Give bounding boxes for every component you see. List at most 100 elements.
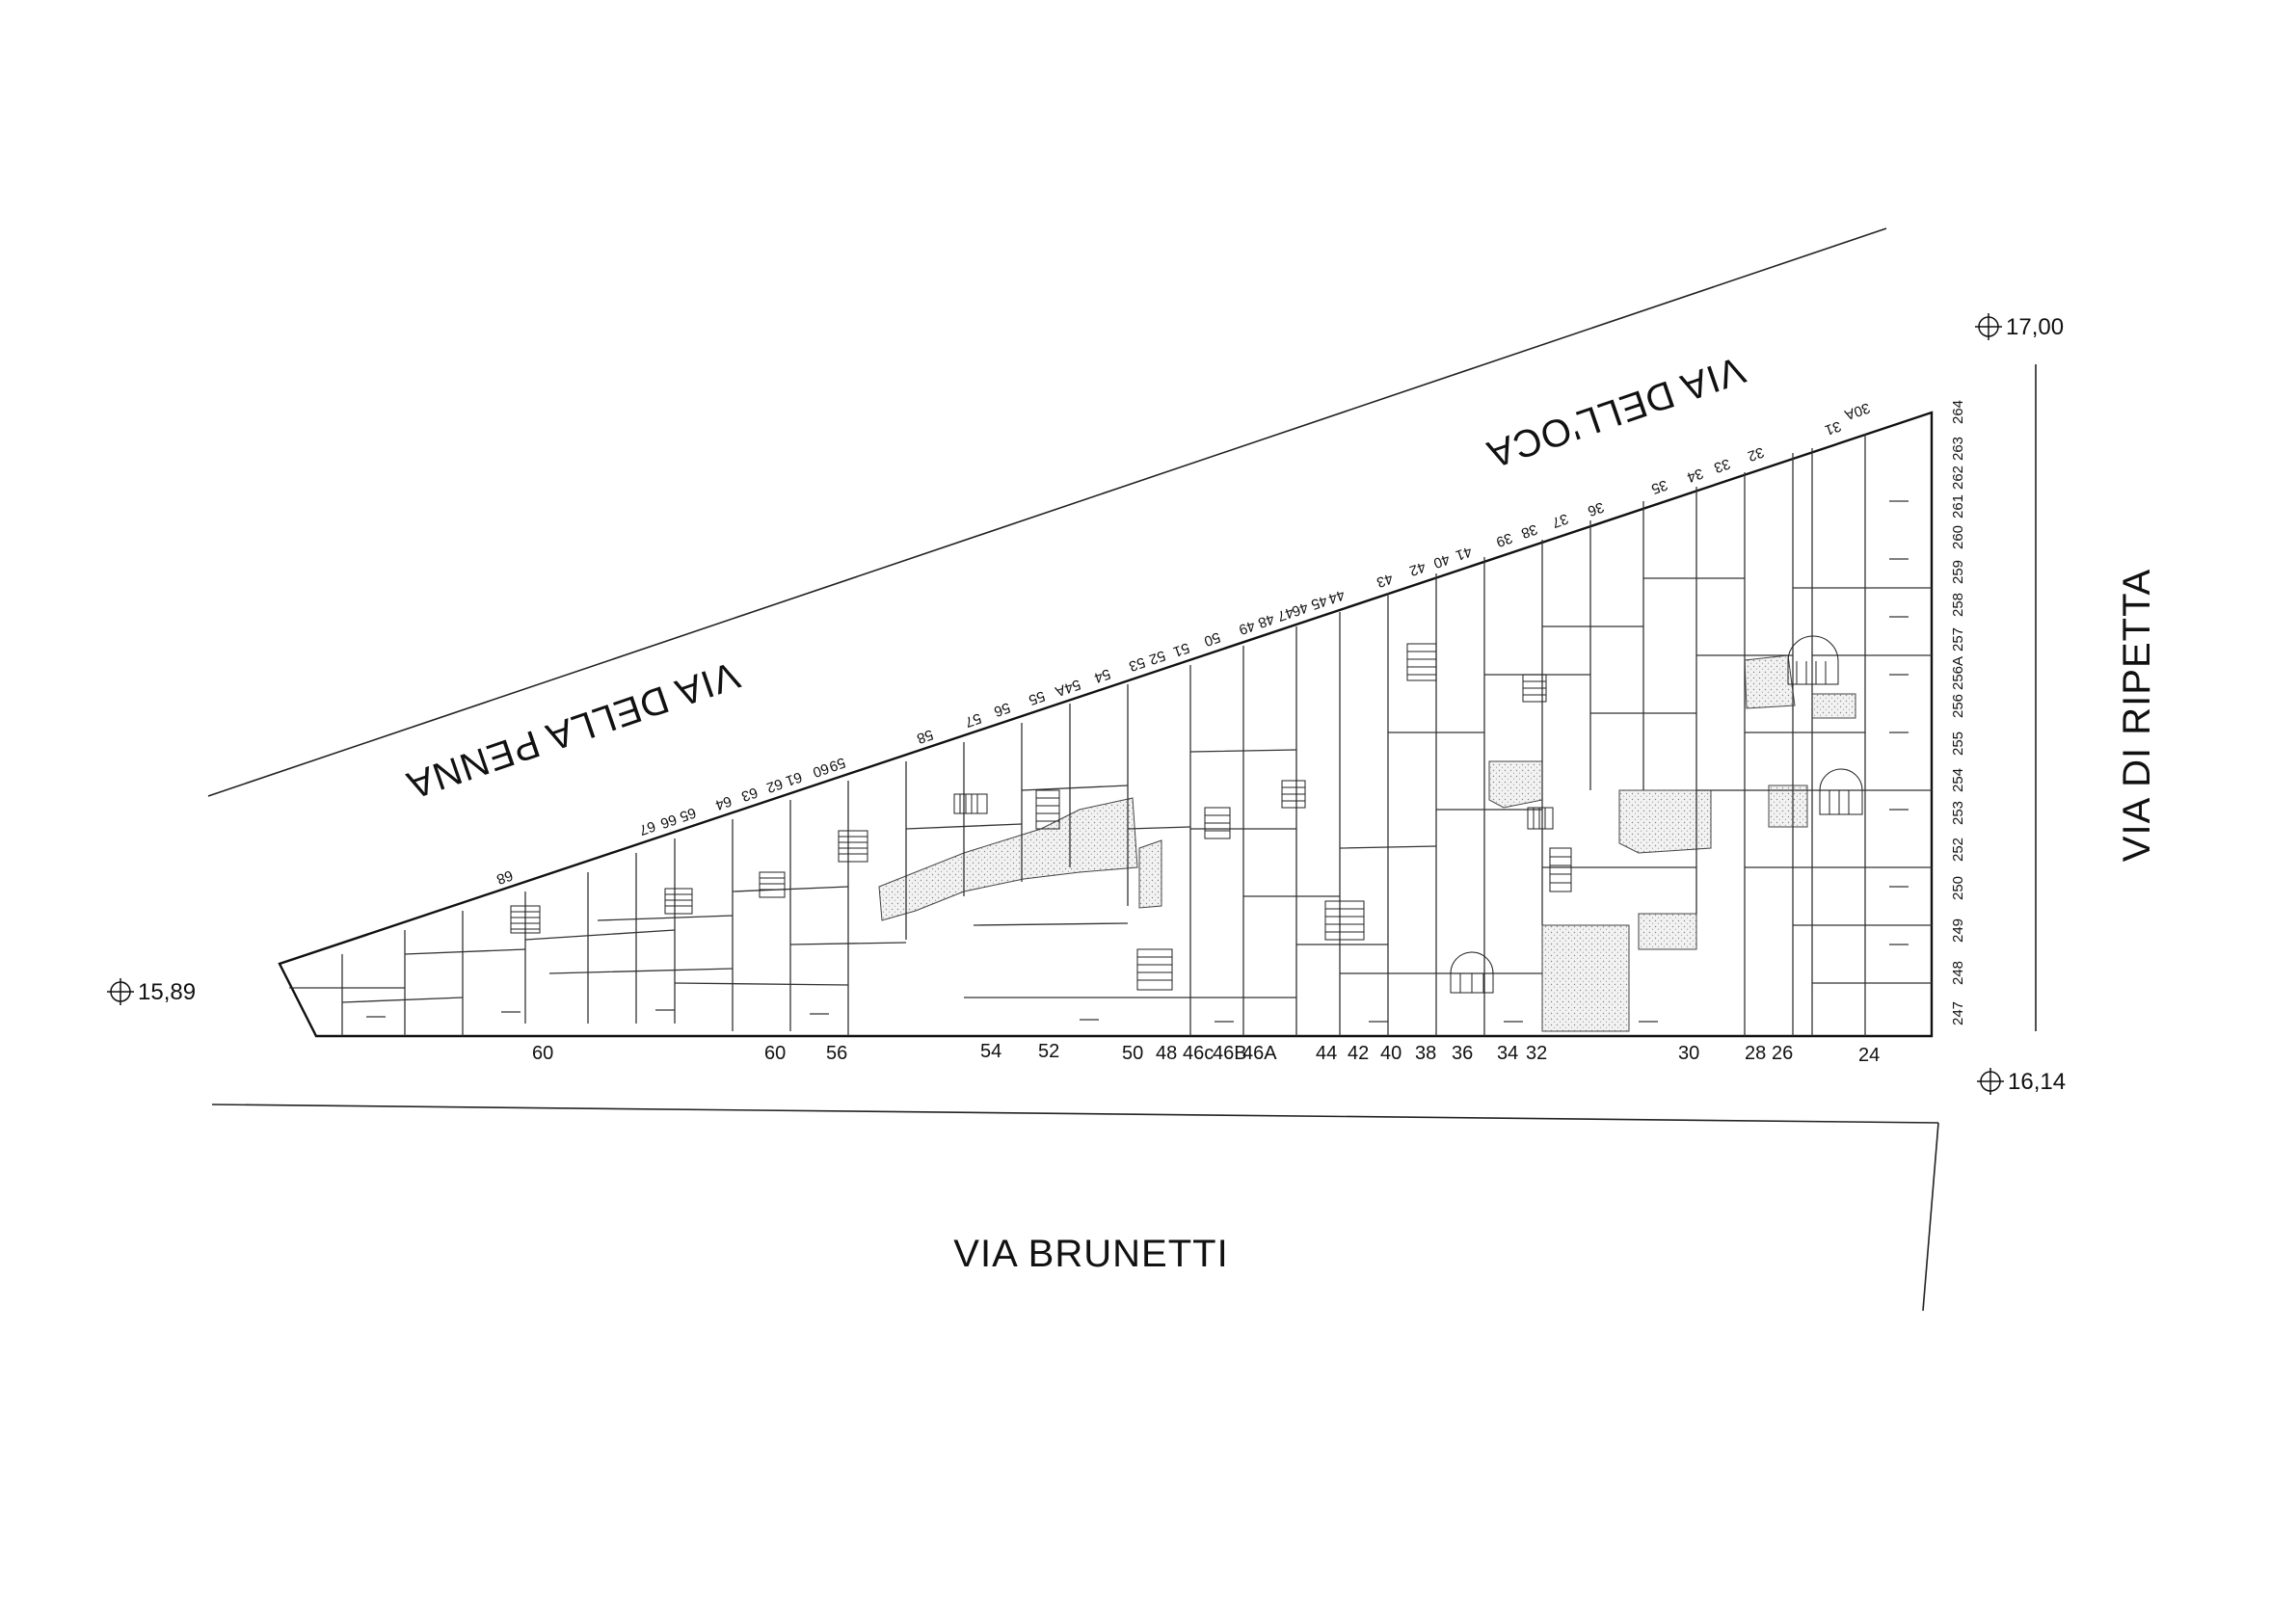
civic-number: 35: [1649, 476, 1669, 497]
civic-number: 58: [915, 726, 935, 747]
civic-number: 24: [1858, 1045, 1880, 1066]
brunetti-corner-edge: [1922, 1122, 1939, 1312]
civic-number: 46B: [1213, 1043, 1247, 1064]
civic-number: 56: [826, 1043, 847, 1064]
civic-number: 44: [1316, 1043, 1337, 1064]
civic-number: 48: [1156, 1043, 1177, 1064]
civic-number: 258: [1950, 593, 1966, 617]
civic-number: 67: [637, 817, 657, 838]
civic-number: 53: [1127, 653, 1147, 675]
civic-number: 264: [1950, 400, 1966, 424]
civic-number: 247: [1950, 1001, 1966, 1025]
civic-number: 248: [1950, 961, 1966, 985]
elevation-marker-top-right: 17,00: [1975, 313, 2064, 340]
civic-number: 65: [678, 804, 698, 825]
civic-number: 68: [494, 866, 515, 888]
elevation-label-bottom-right: 16,14: [2008, 1069, 2066, 1095]
civic-numbers-ripetta: 264 263 262 261 260 259 258 257 256A 256…: [1950, 400, 1966, 1025]
civic-number: 54: [1092, 665, 1112, 686]
civic-number: 42: [1348, 1043, 1369, 1064]
elevation-marker-bottom-right: 16,14: [1977, 1068, 2066, 1095]
civic-number: 60: [811, 759, 831, 781]
civic-number: 54: [980, 1041, 1001, 1062]
street-label-della-penna: VIA DELLA PENNA: [401, 653, 744, 807]
civic-number: 36: [1586, 498, 1606, 519]
civic-number: 257: [1950, 627, 1966, 652]
interior-walls: [289, 434, 1932, 1036]
civic-number: 59: [827, 754, 847, 775]
civic-number: 249: [1950, 918, 1966, 943]
civic-number: 62: [764, 775, 785, 796]
elevation-marker-left: 15,89: [107, 978, 196, 1005]
civic-number: 26: [1772, 1043, 1793, 1064]
civic-number: 55: [1027, 687, 1047, 708]
civic-number: 44: [1326, 586, 1347, 607]
civic-number: 43: [1375, 570, 1395, 591]
civic-number: 50: [1202, 628, 1222, 650]
civic-number: 256: [1950, 694, 1966, 718]
elevation-label-top-right: 17,00: [2006, 314, 2064, 340]
civic-number: 63: [739, 784, 760, 805]
civic-number: 66: [658, 811, 679, 832]
civic-number: 256A: [1950, 656, 1966, 690]
civic-number: 33: [1712, 455, 1732, 476]
civic-number: 51: [1171, 639, 1191, 660]
civic-number: 52: [1147, 647, 1167, 668]
civic-number: 34: [1497, 1043, 1518, 1064]
civic-number: 49: [1237, 617, 1257, 638]
civic-number: 252: [1950, 838, 1966, 862]
civic-number: 38: [1415, 1043, 1436, 1064]
civic-number: 46c: [1183, 1043, 1214, 1064]
civic-number: 46: [1290, 599, 1310, 620]
civic-number: 34: [1685, 465, 1705, 486]
civic-number: 61: [784, 768, 804, 789]
civic-number: 259: [1950, 560, 1966, 584]
civic-number: 52: [1038, 1041, 1059, 1062]
street-label-brunetti: VIA BRUNETTI: [953, 1233, 1228, 1275]
civic-number: 30: [1678, 1043, 1699, 1064]
civic-number: 263: [1950, 437, 1966, 461]
civic-number: 39: [1494, 529, 1514, 550]
civic-number: 32: [1746, 443, 1766, 465]
civic-number: 45: [1309, 592, 1329, 613]
civic-number: 30A: [1842, 399, 1872, 423]
civic-number: 60: [532, 1043, 553, 1064]
elevation-label-left: 15,89: [138, 979, 196, 1005]
civic-number: 255: [1950, 732, 1966, 756]
civic-number: 250: [1950, 876, 1966, 900]
civic-number: 40: [1380, 1043, 1402, 1064]
civic-number: 56: [992, 699, 1012, 720]
civic-number: 60: [764, 1043, 786, 1064]
civic-number: 64: [713, 792, 734, 813]
courtyards: [878, 654, 1856, 1032]
civic-number: 253: [1950, 801, 1966, 825]
staircases: [510, 635, 1863, 994]
civic-number: 37: [1550, 510, 1570, 531]
civic-number: 41: [1454, 543, 1474, 564]
civic-number: 40: [1431, 550, 1452, 572]
civic-number: 254: [1950, 768, 1966, 792]
civic-numbers-brunetti: 60 60 56 54 52 50 48 46c 46B 46A 44 42 4…: [532, 1041, 1880, 1066]
block-outline: [278, 411, 1934, 1038]
civic-number: 31: [1823, 417, 1843, 439]
civic-numbers-della-penna: 59 60 61 62 63 64 65 66 67 68: [494, 754, 847, 888]
civic-number: 260: [1950, 525, 1966, 549]
civic-numbers-dell-oca: 30A 31 32 33 34 35 36 37 38 39 41 40 42 …: [915, 399, 1872, 747]
street-label-dell-oca: VIA DELL'OCA: [1482, 348, 1750, 476]
civic-number: 36: [1452, 1043, 1473, 1064]
brunetti-opposite-edge: [211, 1104, 1939, 1124]
civic-number: 47: [1275, 603, 1295, 625]
della-penna-opposite-edge: [207, 227, 1887, 797]
civic-number: 38: [1519, 520, 1539, 542]
civic-number: 262: [1950, 466, 1966, 490]
civic-number: 42: [1407, 558, 1428, 579]
civic-number: 32: [1526, 1043, 1547, 1064]
street-label-ripetta: VIA DI RIPETTA: [2116, 569, 2158, 862]
civic-number: 57: [963, 709, 983, 731]
civic-number: 28: [1745, 1043, 1766, 1064]
civic-number: 50: [1122, 1043, 1143, 1064]
civic-number: 46A: [1242, 1043, 1277, 1064]
civic-number: 261: [1950, 494, 1966, 519]
civic-number: 48: [1256, 610, 1276, 631]
